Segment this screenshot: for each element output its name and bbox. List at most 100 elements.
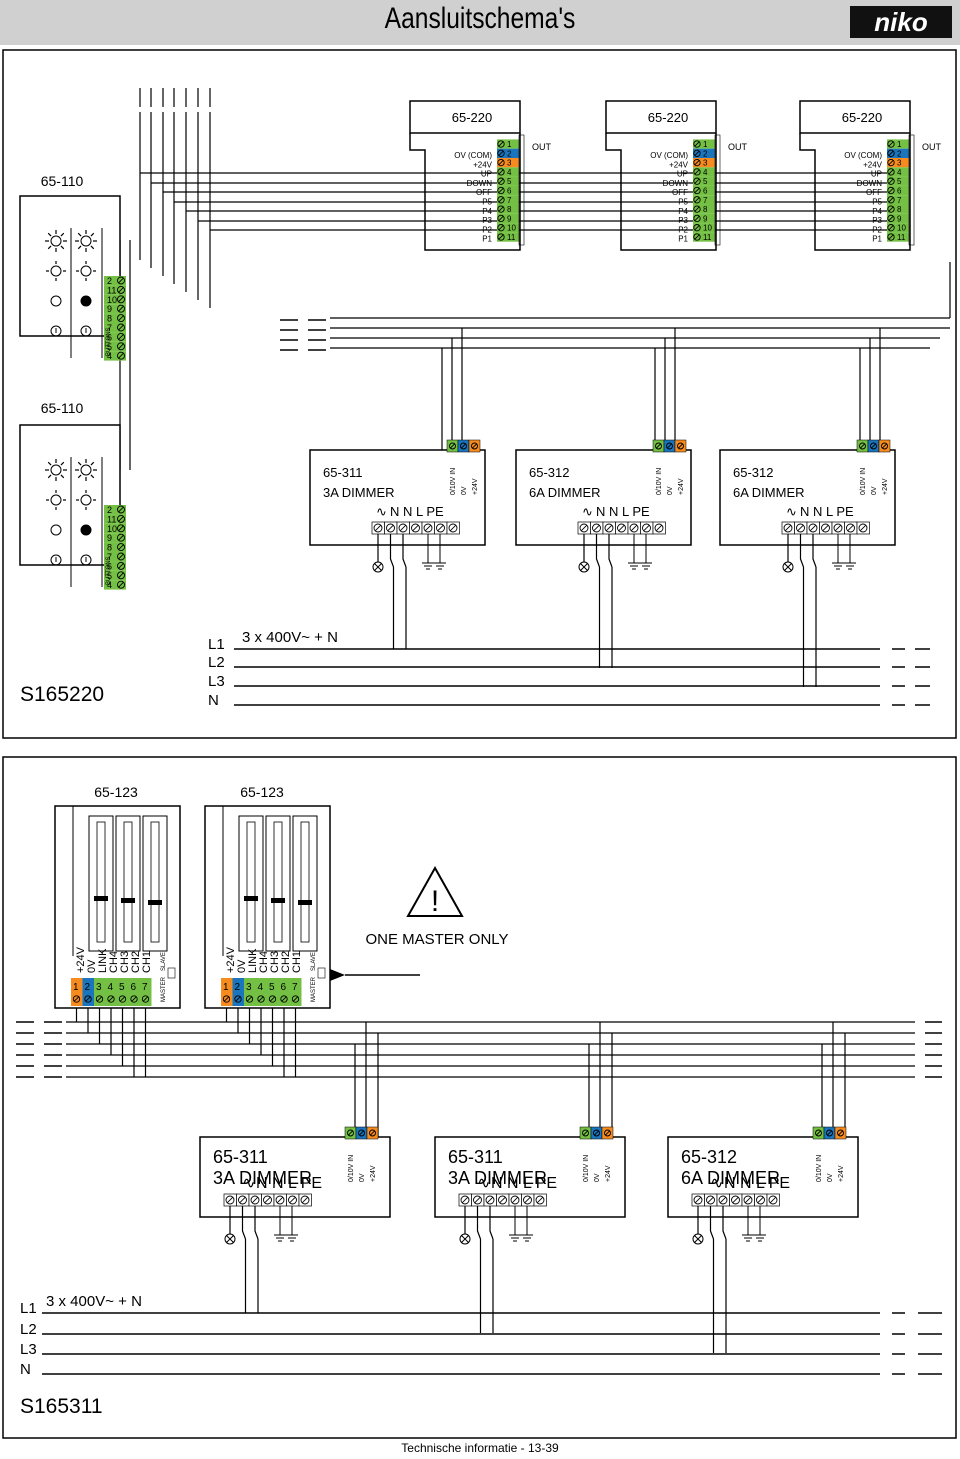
screw-slot — [630, 524, 638, 532]
input-label: +24V — [370, 1165, 377, 1182]
screw-slot — [269, 996, 276, 1002]
motor-label: P2 — [872, 225, 882, 234]
screw-slot — [461, 1196, 469, 1204]
motor-label: P3 — [872, 216, 882, 225]
motor-label: OFF — [476, 188, 492, 197]
terminal-block — [104, 332, 126, 342]
screw-slot — [732, 1196, 739, 1204]
dimmer-model: 65-312 — [733, 465, 773, 480]
terminal-block — [104, 552, 126, 562]
screw-icon — [436, 523, 445, 533]
lamp-cross — [784, 563, 792, 571]
controller-label: +24V — [75, 946, 87, 973]
screw-slot — [223, 996, 230, 1002]
screw-slot — [583, 1130, 588, 1136]
screw-icon — [423, 523, 433, 533]
terminal-block — [497, 195, 519, 205]
dimmer-type: 6A DIMMER — [733, 485, 805, 500]
sun-ray — [90, 474, 95, 479]
screw-slot — [301, 1196, 309, 1204]
sun-ray — [77, 245, 82, 250]
motor-label: P3 — [678, 216, 688, 225]
screw-slot — [118, 534, 124, 541]
screw-icon — [300, 1195, 310, 1205]
screw-slot — [656, 443, 661, 449]
button-module-1-buttons — [45, 228, 103, 358]
screw-icon — [655, 442, 662, 450]
screw-slot — [757, 1196, 764, 1204]
terminal-number: 2 — [897, 149, 902, 158]
dimmer-terminal-labels: N N L PE — [256, 1175, 322, 1192]
screw-slot — [797, 524, 804, 532]
screw-slot — [498, 160, 504, 166]
slider-knob — [298, 900, 312, 905]
terminal-block — [693, 223, 715, 233]
load-symbol-icon: ∿ — [376, 504, 387, 519]
section-1-code: S165220 — [20, 683, 104, 706]
motor-label: P1 — [678, 235, 688, 244]
input-label: 0V — [667, 486, 674, 495]
screw-slot — [838, 1130, 843, 1136]
terminal-block — [104, 313, 126, 323]
screw-icon — [666, 442, 673, 450]
controller-label: LINK — [97, 948, 109, 973]
screw-icon — [497, 177, 505, 185]
screw-slot — [118, 544, 124, 550]
input-label: 0/10V IN — [583, 1155, 590, 1182]
motor-label: +24V — [473, 160, 493, 169]
terminal-block — [104, 341, 126, 352]
screw-slot — [536, 1196, 544, 1204]
screw-slot — [119, 996, 126, 1002]
controller-label: CH3 — [269, 951, 281, 973]
terminal-block — [693, 139, 715, 149]
screw-slot — [859, 524, 867, 532]
switch-wire — [402, 534, 407, 568]
screw-slot — [888, 206, 894, 212]
screw-slot — [73, 996, 80, 1002]
motor-label: P1 — [872, 235, 882, 244]
screw-slot — [694, 197, 700, 203]
master-label: MASTER — [161, 976, 167, 1002]
screw-icon — [291, 995, 300, 1003]
screw-icon — [117, 524, 125, 533]
terminal-number: 2 — [107, 276, 112, 286]
terminal-number: 6 — [897, 187, 902, 196]
load-symbol-icon: ∿ — [242, 1175, 255, 1192]
screw-slot — [348, 1130, 353, 1136]
screw-slot — [251, 1196, 259, 1204]
screw-slot — [118, 277, 124, 284]
screw-icon — [245, 995, 254, 1003]
motor-label: P3 — [482, 216, 492, 225]
lamp-cross — [374, 563, 382, 571]
switch-wire — [722, 1206, 727, 1240]
switch-wire — [489, 1206, 494, 1240]
terminal-number: 10 — [107, 524, 117, 534]
terminal-number: 3 — [703, 159, 708, 168]
screw-icon — [448, 523, 458, 533]
terminal-number: 5 — [507, 177, 512, 186]
screw-slot — [474, 1196, 481, 1204]
terminal-number: 7 — [142, 982, 148, 993]
screw-icon — [826, 1129, 833, 1137]
master-slave-switch — [167, 967, 176, 979]
screw-slot — [694, 187, 700, 194]
out-label: OUT — [728, 142, 748, 152]
phase-l3-label-2: L3 — [20, 1341, 37, 1358]
terminal-number: 2 — [507, 149, 512, 158]
terminal-number: 8 — [897, 205, 902, 214]
screw-slot — [498, 206, 504, 212]
terminal-number: 7 — [507, 196, 512, 205]
slider-slot — [246, 821, 256, 943]
button-module-1-label: 65-110 — [41, 173, 84, 189]
screw-slot — [694, 234, 700, 240]
terminal-block — [887, 213, 909, 224]
terminal-block — [82, 978, 94, 1006]
terminal-block — [887, 176, 909, 186]
screw-icon — [471, 442, 478, 450]
controller-label: CH1 — [141, 951, 153, 973]
